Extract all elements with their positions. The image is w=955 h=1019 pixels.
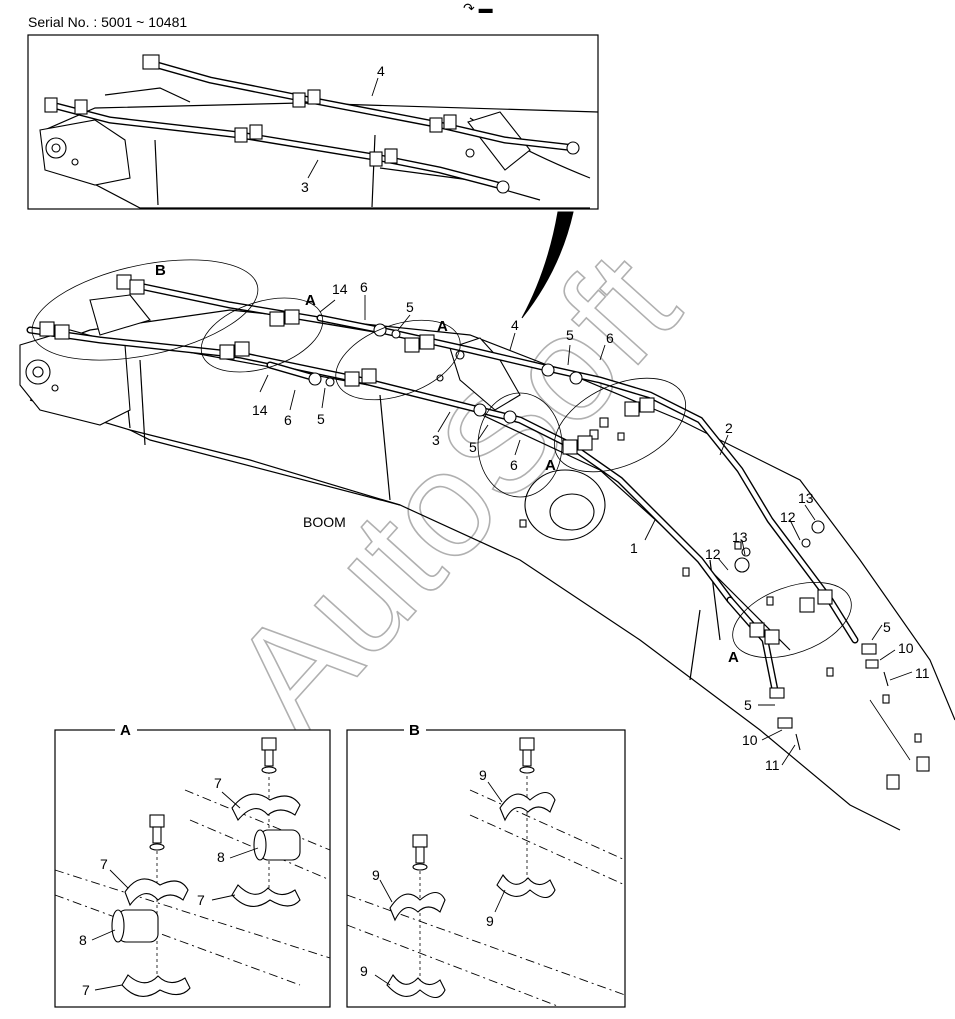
callout-5-e: 5 (883, 619, 891, 635)
detail-b-view: B 9 9 9 9 (346, 721, 626, 1008)
callout-7-c: 7 (100, 856, 108, 872)
callout-5-f: 5 (744, 697, 752, 713)
callout-14-a: 14 (332, 281, 348, 297)
view-label-b: B (155, 262, 166, 279)
callout-7-b: 7 (197, 892, 205, 908)
view-label-a-left: A (305, 292, 316, 309)
callout-11-a: 11 (915, 665, 930, 681)
callout-5-a: 5 (406, 299, 414, 315)
callout-7-d: 7 (82, 982, 90, 998)
detail-a-view: A 7 8 (54, 721, 331, 1008)
view-label-a-hole: A (545, 457, 556, 474)
detail-b-title: B (409, 722, 420, 739)
corner-mark: ↷ ▬ (463, 0, 493, 16)
detail-arrow (521, 211, 574, 319)
callout-4-main: 4 (511, 317, 519, 333)
callout-3-main: 3 (432, 432, 440, 448)
callout-4-inset: 4 (377, 63, 385, 79)
callout-5-b: 5 (317, 411, 325, 427)
callout-5-c: 5 (566, 327, 574, 343)
boom-label: BOOM (303, 514, 346, 530)
callout-7-a: 7 (214, 775, 222, 791)
callout-14-b: 14 (252, 402, 268, 418)
callout-9-a: 9 (479, 767, 487, 783)
callout-1: 1 (630, 540, 638, 556)
callout-6-c: 6 (606, 330, 614, 346)
detail-a-title: A (120, 722, 131, 739)
callout-10-a: 10 (898, 640, 914, 656)
view-label-a-bottom: A (728, 649, 739, 666)
callout-8-b: 8 (79, 932, 87, 948)
callout-9-d: 9 (360, 963, 368, 979)
callout-9-b: 9 (486, 913, 494, 929)
callout-13-a: 13 (798, 490, 814, 506)
callout-8-a: 8 (217, 849, 225, 865)
callout-2: 2 (725, 420, 733, 436)
callout-5-d: 5 (469, 439, 477, 455)
callout-12-b: 12 (705, 546, 721, 562)
callout-6-d: 6 (510, 457, 518, 473)
callout-10-b: 10 (742, 732, 758, 748)
view-label-a-mid: A (437, 318, 448, 335)
callout-9-c: 9 (372, 867, 380, 883)
callout-11-b: 11 (765, 757, 780, 773)
callout-6-b: 6 (284, 412, 292, 428)
boom-main-view: B A A A A BOOM 14 6 5 14 6 5 4 5 6 3 5 6… (19, 259, 955, 831)
callout-6-a: 6 (360, 279, 368, 295)
callout-13-b: 13 (732, 529, 748, 545)
callout-12-a: 12 (780, 509, 796, 525)
top-inset-view: 4 3 (27, 34, 599, 210)
serial-number-label: Serial No. : 5001 ~ 10481 (28, 14, 187, 30)
callout-3-inset: 3 (301, 179, 309, 195)
